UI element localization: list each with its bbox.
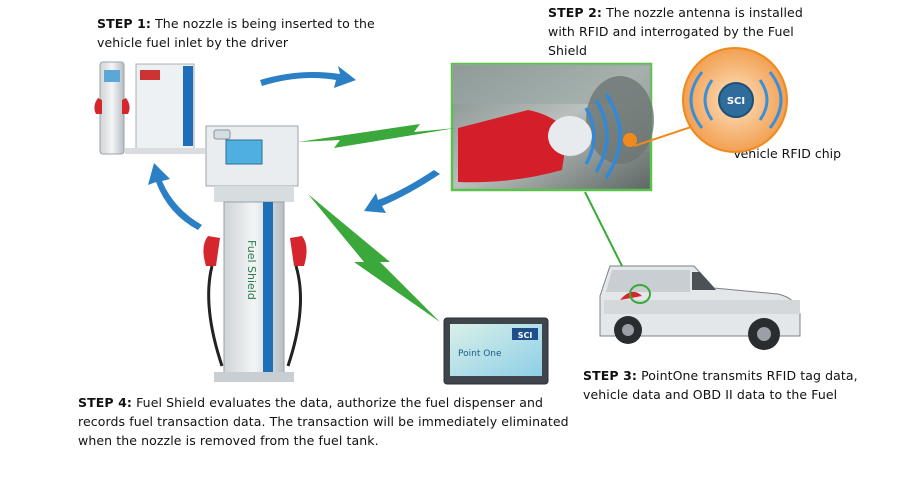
process-arrows [148, 66, 440, 230]
step-4-text: Fuel Shield evaluates the data, authoriz… [78, 395, 569, 448]
svg-text:SCI: SCI [518, 331, 533, 340]
fuel-shield-dispenser: Fuel Shield [203, 125, 307, 382]
step-2-caption: STEP 2: The nozzle antenna is installed … [548, 3, 818, 60]
wireless-bolt-dispenser-photo-icon [298, 124, 456, 148]
step-3-text: PointOne transmits RFID tag data, vehicl… [583, 368, 858, 402]
pointone-device: SCI Point One [443, 317, 549, 385]
left-nozzle-icon [203, 236, 220, 266]
step-3-label: STEP 3: [583, 368, 637, 383]
pickup-truck [599, 265, 801, 350]
arrow-step4-to-step1-icon [148, 163, 202, 230]
wireless-links [298, 124, 456, 322]
step-3-caption: STEP 3: PointOne transmits RFID tag data… [583, 366, 883, 404]
step-1-label: STEP 1: [97, 16, 151, 31]
fuel-inlet-marker [629, 284, 651, 304]
wireless-bolt-dispenser-device-icon [308, 194, 440, 322]
step-2-label: STEP 2: [548, 5, 602, 20]
arrow-step1-to-step2-icon [260, 66, 356, 88]
small-fuel-dispenser [94, 61, 205, 155]
svg-text:Fuel Shield: Fuel Shield [245, 240, 258, 300]
truck-window [692, 272, 716, 290]
step-4-label: STEP 4: [78, 395, 132, 410]
step-2-text: The nozzle antenna is installed with RFI… [548, 5, 803, 58]
dispenser-screen [225, 139, 263, 165]
svg-text:Point One: Point One [458, 349, 502, 359]
small-red-nozzle-icon [94, 98, 102, 114]
right-nozzle-icon [290, 236, 307, 266]
step-1-text: The nozzle is being inserted to the vehi… [97, 16, 375, 50]
rfid-signal-icon [689, 71, 783, 129]
nozzle-antenna-photo [450, 62, 654, 192]
rfid-chip-icon [718, 82, 754, 118]
vehicle-rfid-chip-label: Vehicle RFID chip [733, 146, 842, 161]
antenna-signal-icon [584, 93, 622, 179]
rfid-chip-zoom: SCI [682, 47, 788, 153]
svg-text:SCI: SCI [727, 96, 745, 107]
step-1-caption: STEP 1: The nozzle is being inserted to … [97, 14, 387, 52]
step-4-caption: STEP 4: Fuel Shield evaluates the data, … [78, 393, 578, 450]
arrow-step2-to-step4-icon [364, 170, 440, 213]
